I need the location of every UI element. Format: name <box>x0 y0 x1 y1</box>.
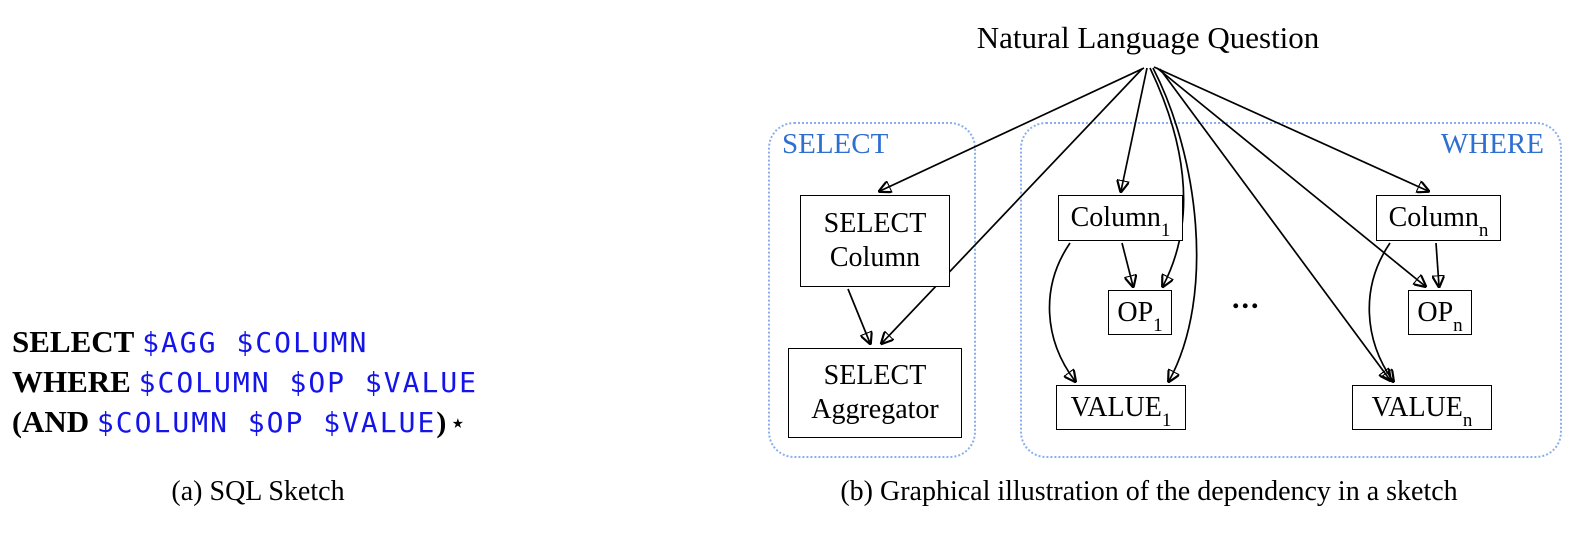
sketch-line-where: WHERE $COLUMN $OP $VALUE <box>12 362 478 402</box>
sketch-line-select: SELECT $AGG $COLUMN <box>12 322 478 362</box>
node-where-value-1-label: VALUE1 <box>1070 391 1172 431</box>
arrow-nlq-to-op-1 <box>1149 67 1185 286</box>
sql-sketch: SELECT $AGG $COLUMN WHERE $COLUMN $OP $V… <box>12 322 478 443</box>
keyword-where: WHERE <box>12 364 131 399</box>
node-where-value-n: VALUEn <box>1352 385 1492 430</box>
tokens-select: $AGG $COLUMN <box>142 326 369 359</box>
arrow-column-1-to-op-1 <box>1121 242 1133 286</box>
where-group-label: WHERE <box>1440 128 1544 160</box>
node-where-op-1: OP1 <box>1108 290 1172 335</box>
arrow-nlq-to-select-aggregator <box>882 68 1143 343</box>
arrow-select-column-to-aggregator <box>847 288 870 343</box>
arrow-nlq-to-select-column <box>880 67 1145 191</box>
panel-dependency-graph: Natural Language Question SELECT WHERE S… <box>720 0 1578 538</box>
kleene-star: ⋆ <box>449 408 467 438</box>
caption-a: (a) SQL Sketch <box>171 476 345 507</box>
where-group-outline <box>1020 122 1562 458</box>
panel-sql-sketch: SELECT $AGG $COLUMN WHERE $COLUMN $OP $V… <box>0 0 720 538</box>
node-select-column: SELECT Column <box>800 195 950 287</box>
node-where-op-1-label: OP1 <box>1117 296 1163 336</box>
arrow-column-n-to-value-n <box>1368 242 1393 381</box>
node-where-column-n: Columnn <box>1376 195 1501 241</box>
arrow-column-n-to-op-n <box>1436 242 1439 286</box>
node-select-aggregator-line1: SELECT <box>823 360 927 391</box>
caption-b: (b) Graphical illustration of the depend… <box>840 476 1458 507</box>
node-select-aggregator: SELECT Aggregator <box>788 348 962 438</box>
arrow-column-1-to-value-1 <box>1048 242 1075 381</box>
node-where-value-n-label: VALUEn <box>1371 391 1473 431</box>
node-where-column-1-label: Column1 <box>1070 202 1171 242</box>
select-group-label: SELECT <box>782 128 889 160</box>
open-paren: ( <box>12 406 22 439</box>
node-where-op-n-label: OPn <box>1417 296 1463 336</box>
node-where-column-n-label: Columnn <box>1388 202 1489 242</box>
node-select-column-line1: SELECT <box>823 208 927 239</box>
node-where-column-1: Column1 <box>1058 195 1183 241</box>
node-where-value-1: VALUE1 <box>1056 385 1186 430</box>
tokens-and: $COLUMN $OP $VALUE <box>96 406 437 439</box>
tokens-where: $COLUMN $OP $VALUE <box>138 366 479 399</box>
sketch-line-and: (AND $COLUMN $OP $VALUE)⋆ <box>12 402 478 443</box>
arrow-nlq-to-column-1 <box>1121 67 1148 191</box>
arrow-nlq-to-column-n <box>1153 66 1428 191</box>
select-group-outline <box>768 122 976 458</box>
node-select-column-line2: Column <box>829 242 921 273</box>
where-chain-ellipsis: ... <box>1232 282 1261 315</box>
natural-language-question-label: Natural Language Question <box>976 20 1320 55</box>
arrow-nlq-to-value-1 <box>1152 67 1198 381</box>
arrow-nlq-to-op-n <box>1156 67 1425 286</box>
close-paren: ) <box>436 406 447 439</box>
arrow-nlq-to-value-n <box>1159 68 1390 380</box>
node-where-op-n: OPn <box>1408 290 1472 335</box>
node-select-aggregator-line2: Aggregator <box>811 394 939 425</box>
dependency-arrows-layer <box>847 66 1578 538</box>
keyword-select: SELECT <box>12 324 135 359</box>
keyword-and: AND <box>22 404 90 439</box>
